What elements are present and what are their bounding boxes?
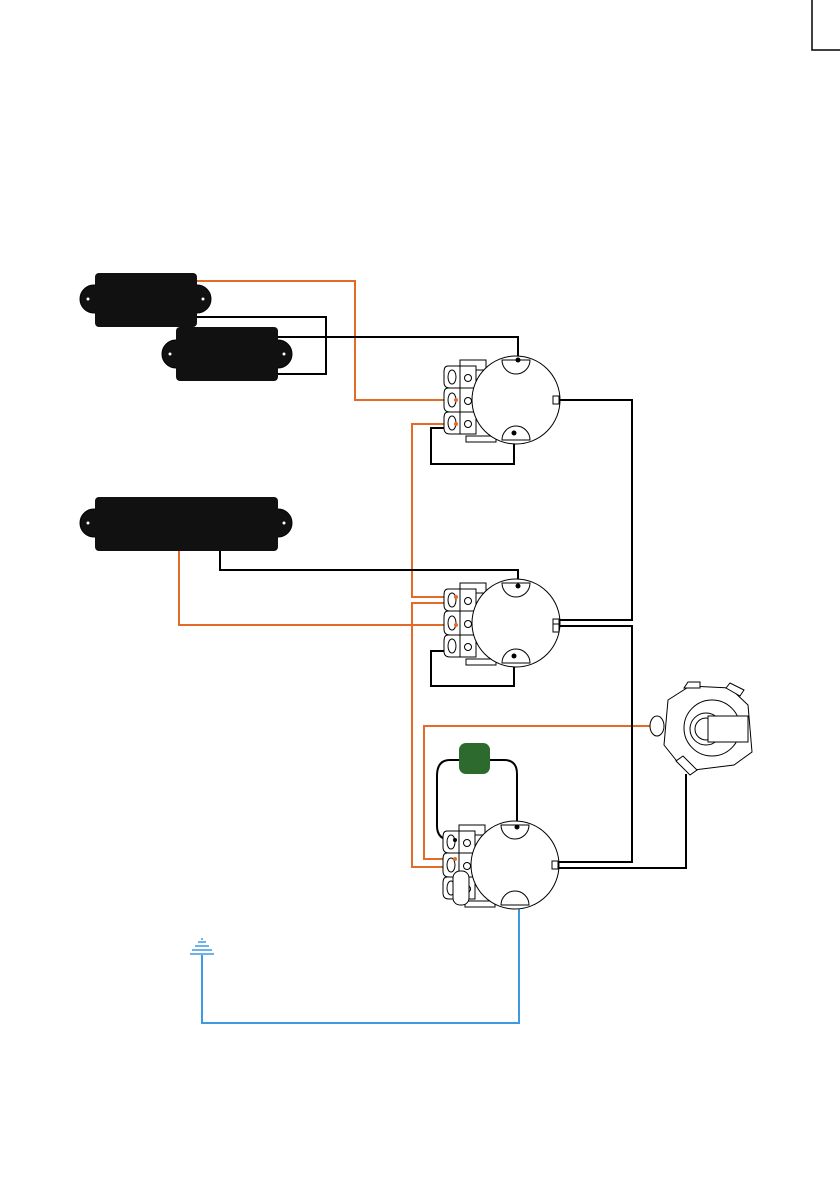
wire-vol1-vol2-ground <box>556 400 632 620</box>
wire-tone-jack-ground <box>556 774 686 868</box>
volume-pot-1[interactable] <box>444 356 560 444</box>
tone-capacitor <box>459 743 490 774</box>
p-pickup-upper <box>80 273 211 327</box>
wire-pickup2-ground <box>276 337 518 358</box>
ground-symbol-icon <box>190 938 214 954</box>
wire-vol2-tone-ground <box>556 626 632 862</box>
wire-jpickup-ground <box>220 549 518 585</box>
j-pickup-bar <box>80 497 292 551</box>
wire-vol1-to-vol2 <box>412 424 456 597</box>
page-crop-mark <box>812 0 840 50</box>
volume-pot-2[interactable] <box>444 579 560 667</box>
p-pickup-lower <box>162 327 292 381</box>
wire-cap-to-wiper <box>488 760 517 827</box>
output-jack[interactable] <box>650 682 752 775</box>
wire-cap-loop <box>437 760 460 840</box>
tone-pot[interactable] <box>443 821 559 909</box>
wire-earth <box>202 905 519 1023</box>
